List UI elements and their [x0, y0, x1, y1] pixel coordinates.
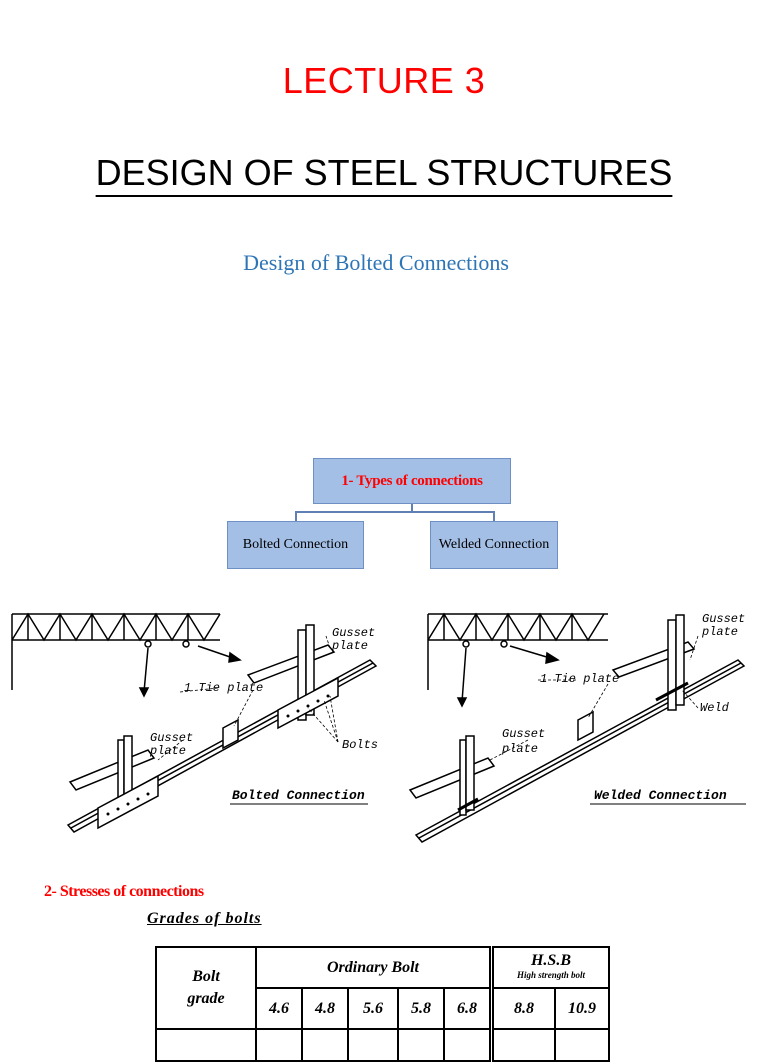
row-header-line-1: Bolt — [192, 968, 220, 985]
connector-line — [493, 511, 495, 521]
welded-connection-figure: Gusset plate 1 Tie plate Weld Gusset pla… — [408, 612, 746, 843]
bolt-dots — [106, 694, 330, 816]
table-row — [155, 1028, 610, 1062]
chart-box-bolted-connection: Bolted Connection — [227, 521, 364, 569]
subtitle: Design of Bolted Connections — [243, 250, 509, 275]
connector-line — [411, 504, 413, 512]
table-header-hsb: H.S.B High strength bolt — [489, 946, 610, 989]
chart-box-types-of-connections: 1- Types of connections — [313, 458, 511, 504]
bolted-connection-figure: Gusset plate 1 Tie plate Gusset plate Bo… — [11, 612, 378, 833]
table-cell-bolt-grade: Bolt grade — [155, 946, 257, 1030]
table-row: Bolt grade Ordinary Bolt H.S.B High stre… — [155, 946, 610, 1030]
beam-sketch — [66, 624, 378, 833]
chart-box-welded-connection: Welded Connection — [430, 521, 558, 569]
caption-bolted-connection: Bolted Connection — [232, 788, 365, 803]
table-header-ordinary-bolt: Ordinary Bolt — [255, 946, 493, 989]
connector-line — [295, 511, 495, 513]
table-cell — [301, 1028, 349, 1062]
table-cell — [397, 1028, 445, 1062]
table-cell: 5.6 — [347, 987, 399, 1030]
table-cell — [255, 1028, 303, 1062]
table-cell: 5.8 — [397, 987, 445, 1030]
caption-welded-connection: Welded Connection — [594, 788, 727, 803]
table-cell — [554, 1028, 610, 1062]
page-title: DESIGN OF STEEL STRUCTURES — [0, 152, 768, 194]
table-cell — [347, 1028, 399, 1062]
table-row: 4.6 4.8 5.6 5.8 6.8 8.8 10.9 — [156, 987, 610, 1030]
label-plate-top: plate — [331, 639, 368, 653]
table-cell — [443, 1028, 493, 1062]
label-tie-plate: 1 Tie plate — [540, 672, 619, 686]
hsb-label: H.S.B — [530, 951, 571, 969]
connector-line — [295, 511, 297, 521]
label-tie-plate: 1 Tie plate — [184, 681, 263, 695]
lecture-title: LECTURE 3 — [282, 60, 486, 101]
table-cell: 4.6 — [255, 987, 303, 1030]
table-cell — [155, 1028, 257, 1062]
hsb-sublabel: High strength bolt — [516, 969, 586, 980]
label-bolts: Bolts — [342, 738, 378, 752]
weld-marks — [457, 681, 689, 812]
label-gusset-bottom: Gusset — [502, 727, 545, 741]
grades-of-bolts-title: Grades of bolts — [147, 910, 262, 927]
table-cell: 8.8 — [489, 987, 556, 1030]
table-cell — [489, 1028, 556, 1062]
table-cell: 4.8 — [301, 987, 349, 1030]
table-cell: 10.9 — [554, 987, 610, 1030]
section-heading-stresses: 2- Stresses of connections — [44, 883, 204, 900]
label-gusset-top: Gusset — [332, 626, 375, 640]
label-gusset-bottom: Gusset — [150, 731, 193, 745]
beam-sketch — [408, 614, 746, 843]
table-cell: 6.8 — [443, 987, 493, 1030]
label-plate-bottom: plate — [149, 744, 186, 758]
label-gusset-top: Gusset — [702, 612, 745, 626]
leader-lines — [489, 635, 699, 761]
leader-lines — [157, 635, 339, 761]
truss-sketch — [11, 612, 242, 698]
row-header-line-2: grade — [187, 990, 225, 1007]
bolt-grades-table: Bolt grade Ordinary Bolt H.S.B High stre… — [155, 946, 610, 1062]
label-plate-top: plate — [701, 625, 738, 639]
label-weld: Weld — [700, 701, 730, 715]
label-plate-bottom: plate — [501, 742, 538, 756]
page-title-text: DESIGN OF STEEL STRUCTURES — [95, 152, 673, 193]
truss-sketch — [427, 612, 608, 708]
